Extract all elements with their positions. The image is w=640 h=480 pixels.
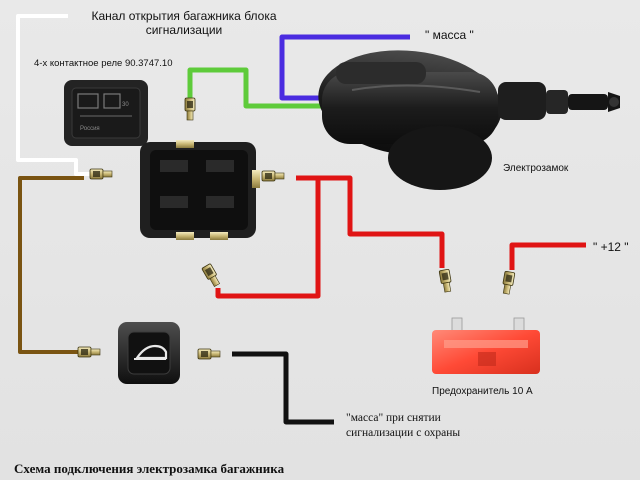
channel-label: Канал открытия багажника блока сигнализа… bbox=[91, 9, 277, 37]
svg-text:30: 30 bbox=[122, 102, 129, 108]
mass-label-bottom-line2: сигнализации с охраны bbox=[346, 427, 461, 439]
plus12-label: " +12 " bbox=[593, 240, 629, 254]
wire-blue bbox=[279, 34, 410, 101]
wire-green bbox=[187, 67, 322, 109]
mass-label-top: " масса " bbox=[425, 28, 474, 42]
electric-lock-icon bbox=[318, 50, 620, 190]
lock-label: Электрозамок bbox=[503, 163, 569, 174]
relay-icon: Россия 30 bbox=[64, 80, 148, 146]
mass-label-bottom: "масса" при снятии сигнализации с охраны bbox=[346, 411, 460, 441]
relay-label: 4-х контактное реле 90.3747.10 bbox=[34, 58, 173, 69]
fuse-icon bbox=[432, 317, 540, 374]
wire-brown bbox=[18, 176, 84, 354]
wire-black bbox=[232, 351, 334, 425]
diagram-caption: Схема подключения электрозамка багажника bbox=[14, 461, 285, 476]
mass-label-bottom-line1: "масса" при снятии bbox=[346, 412, 441, 424]
wire-red bbox=[215, 175, 586, 299]
wire-white bbox=[16, 14, 90, 176]
fuse-label: Предохранитель 10 А bbox=[432, 386, 533, 397]
relay-socket-icon bbox=[140, 140, 260, 240]
trunk-button-icon bbox=[118, 322, 180, 384]
relay-face-text: Россия bbox=[80, 126, 100, 132]
